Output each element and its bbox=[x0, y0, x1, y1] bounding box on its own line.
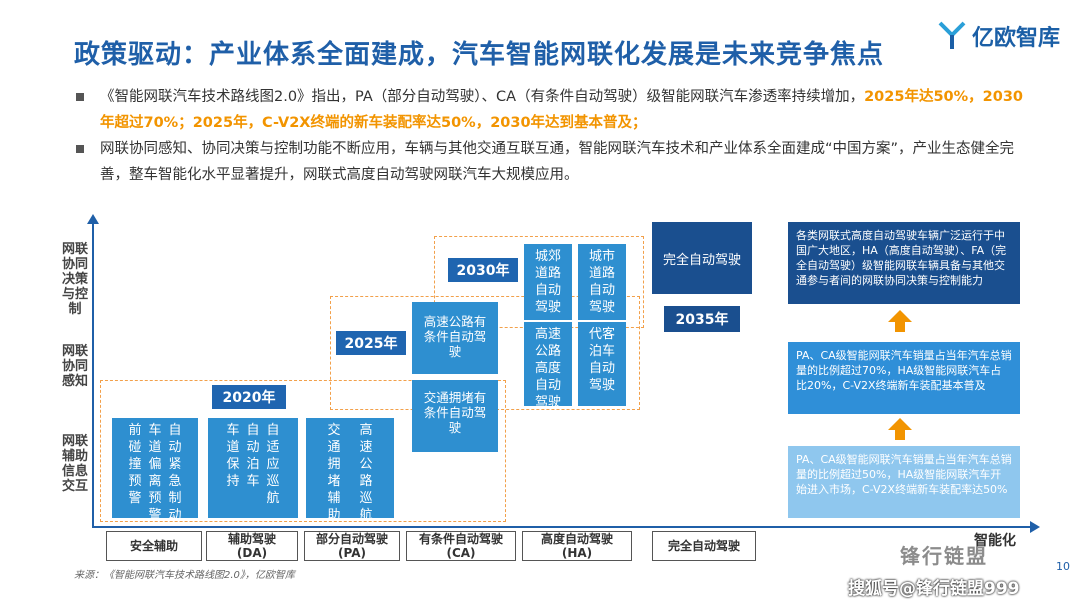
arrow-up-icon bbox=[888, 418, 912, 440]
x-axis-label: 智能化 bbox=[974, 533, 1016, 549]
category-full: 完全自动驾驶 bbox=[652, 531, 756, 561]
category-da: 辅助驾驶(DA) bbox=[206, 531, 298, 561]
feature-text: 代客泊车自动驾驶 bbox=[589, 327, 616, 393]
watermark-wechat: 锋行链盟 bbox=[900, 544, 988, 568]
year-2035-label: 2035年 bbox=[664, 306, 740, 332]
feature-text: 城郊道路自动驾驶 bbox=[535, 249, 562, 315]
year-2020-label: 2020年 bbox=[212, 385, 286, 409]
bullet-item: 《智能网联汽车技术路线图2.0》指出，PA（部分自动驾驶）、CA（有条件自动驾驶… bbox=[74, 84, 1034, 136]
feature-text: 前碰撞预警 bbox=[128, 423, 142, 506]
feature-text: 自适应巡航 bbox=[266, 423, 280, 506]
feature-text: 交通拥堵有条件自动驾驶 bbox=[423, 390, 487, 435]
feature-text: 高速公路巡航 bbox=[359, 423, 373, 523]
feature-text: 车道偏离预警 bbox=[148, 423, 162, 523]
year-2025-label: 2025年 bbox=[336, 331, 406, 355]
category-abbr: (PA) bbox=[338, 546, 366, 560]
ca-traffic-box: 交通拥堵有条件自动驾驶 bbox=[412, 380, 498, 452]
feature-text: 自动紧急制动 bbox=[168, 423, 182, 523]
category-name: 辅助驾驶 bbox=[227, 532, 276, 546]
category-ha: 高度自动驾驶(HA) bbox=[522, 531, 632, 561]
feature-text: 高速公路有条件自动驾驶 bbox=[423, 314, 487, 359]
page-title: 政策驱动：产业体系全面建成，汽车智能网联化发展是未来竞争焦点 bbox=[74, 40, 885, 70]
category-name: 安全辅助 bbox=[129, 539, 178, 553]
category-pa: 部分自动驾驶(PA) bbox=[304, 531, 400, 561]
category-abbr: (DA) bbox=[236, 546, 268, 560]
feature-text: 高速公路高度自动驾驶 bbox=[535, 327, 562, 410]
stage-2020-outline bbox=[100, 380, 506, 522]
category-ca: 有条件自动驾驶(CA) bbox=[406, 531, 516, 561]
da-box: 车道保持 自动泊车 自适应巡航 bbox=[208, 418, 298, 518]
milestone-2030-box: PA、CA级智能网联汽车销量占当年汽车总销量的比例超过70%，HA级智能网联汽车… bbox=[788, 342, 1020, 414]
bullet-list: 《智能网联汽车技术路线图2.0》指出，PA（部分自动驾驶）、CA（有条件自动驾驶… bbox=[74, 84, 1034, 188]
year-2030-label: 2030年 bbox=[448, 258, 518, 282]
page-number: 10 bbox=[1056, 560, 1070, 573]
full-automation-box: 完全自动驾驶 bbox=[652, 222, 752, 294]
y-level-perception: 网联协同感知 bbox=[61, 344, 88, 389]
ha-urban-box: 城市道路自动驾驶 bbox=[578, 244, 626, 320]
y-level-control: 网联协同决策与控制 bbox=[61, 242, 88, 317]
pa-box: 交通拥堵辅助 高速公路巡航 bbox=[306, 418, 394, 523]
milestone-2025-box: PA、CA级智能网联汽车销量占当年汽车总销量的比例超过50%，HA级智能网联汽车… bbox=[788, 446, 1020, 518]
category-abbr: (HA) bbox=[561, 546, 593, 560]
feature-text: 车道保持 bbox=[226, 423, 240, 489]
feature-text: 城市道路自动驾驶 bbox=[589, 249, 616, 315]
category-name: 完全自动驾驶 bbox=[667, 539, 740, 553]
milestone-2035-box: 各类网联式高度自动驾驶车辆广泛运行于中国广大地区，HA（高度自动驾驶）、FA（完… bbox=[788, 222, 1020, 304]
ca-highway-box: 高速公路有条件自动驾驶 bbox=[412, 302, 498, 374]
x-axis bbox=[92, 521, 1040, 533]
logo: 亿欧智库 bbox=[938, 20, 1060, 52]
category-name: 有条件自动驾驶 bbox=[418, 532, 503, 546]
source-note: 来源：《智能网联汽车技术路线图2.0》，亿欧智库 bbox=[74, 570, 295, 581]
ha-suburban-box: 城郊道路自动驾驶 bbox=[524, 244, 572, 320]
logo-icon bbox=[938, 21, 966, 49]
ha-highway-box: 高速公路高度自动驾驶 bbox=[524, 322, 572, 410]
y-level-info: 网联辅助信息交互 bbox=[61, 434, 88, 494]
category-safety: 安全辅助 bbox=[106, 531, 202, 561]
category-name: 部分自动驾驶 bbox=[315, 532, 388, 546]
watermark-sohu: 搜狐号@锋行链盟999 bbox=[848, 579, 1020, 599]
ha-valet-box: 代客泊车自动驾驶 bbox=[578, 322, 626, 406]
category-name: 高度自动驾驶 bbox=[540, 532, 613, 546]
bullet-text: 网联协同感知、协同决策与控制功能不断应用，车辆与其他交通互联互通，智能网联汽车技… bbox=[100, 141, 1015, 183]
arrow-up-icon bbox=[888, 310, 912, 332]
feature-text: 交通拥堵辅助 bbox=[327, 423, 341, 523]
category-abbr: (CA) bbox=[446, 546, 476, 560]
y-axis bbox=[87, 214, 99, 528]
bullet-highlight: 2025年达50%，2030年超过70%；2025年，C-V2X终端的新车装配率… bbox=[100, 89, 1024, 131]
bullet-item: 网联协同感知、协同决策与控制功能不断应用，车辆与其他交通互联互通，智能网联汽车技… bbox=[74, 136, 1034, 188]
feature-text: 自动泊车 bbox=[246, 423, 260, 489]
safety-assist-box: 前碰撞预警 车道偏离预警 自动紧急制动 bbox=[112, 418, 198, 523]
bullet-text: 《智能网联汽车技术路线图2.0》指出，PA（部分自动驾驶）、CA（有条件自动驾驶… bbox=[100, 89, 865, 105]
logo-text: 亿欧智库 bbox=[972, 26, 1061, 51]
